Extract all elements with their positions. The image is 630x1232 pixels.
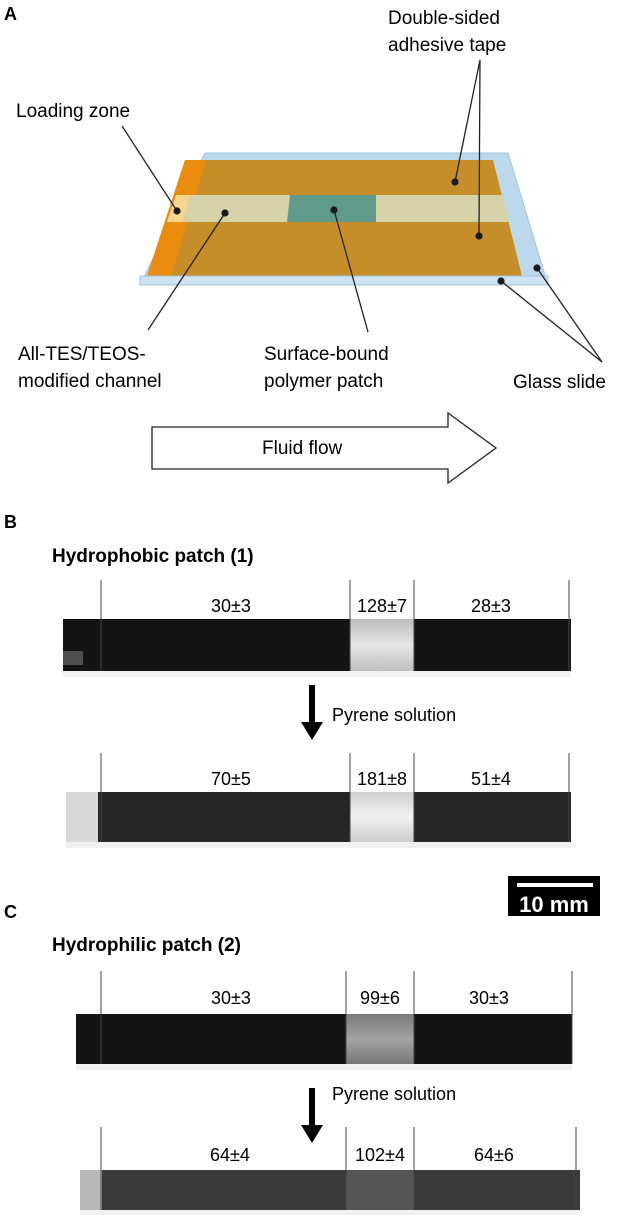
strip-b-bottom-patch [350, 792, 414, 842]
scale-bar-label: 10 mm [519, 892, 589, 917]
label-tape-line1: Double-sided [388, 8, 500, 29]
label-channel-line2: modified channel [18, 371, 162, 392]
strip-c-bottom-value-left: 64±4 [210, 1145, 250, 1165]
strip-c-top-value-left: 30±3 [211, 988, 251, 1008]
strip-b-top-value-right: 28±3 [471, 596, 511, 616]
label-patch-line1: Surface-bound [264, 344, 389, 365]
panel-b-title: Hydrophobic patch (1) [52, 546, 254, 567]
strip-c-top-value-right: 30±3 [469, 988, 509, 1008]
pyrene-label-c: Pyrene solution [332, 1084, 456, 1104]
pyrene-arrow-b [301, 685, 323, 740]
label-loading-zone: Loading zone [16, 101, 130, 122]
strip-c-top-value-patch: 99±6 [360, 988, 400, 1008]
pyrene-label-b: Pyrene solution [332, 705, 456, 725]
strip-c-bottom-value-right: 64±6 [474, 1145, 514, 1165]
strip-b-bottom-value-right: 51±4 [471, 769, 511, 789]
fluid-flow-arrow [151, 411, 498, 485]
glass-slide-edge [139, 275, 549, 286]
strip-c-bottom [80, 1127, 580, 1215]
strip-c-top-patch [346, 1014, 414, 1064]
label-tape-line2: adhesive tape [388, 35, 506, 56]
label-patch-line2: polymer patch [264, 371, 383, 392]
panel-c-letter: C [4, 902, 17, 922]
pyrene-arrow-c [301, 1088, 323, 1143]
label-channel-line1: All-TES/TEOS- [18, 344, 146, 365]
strip-b-top-patch [350, 619, 414, 671]
panel-a-letter: A [4, 4, 17, 24]
leader-lines [121, 59, 603, 363]
leader-dots [173, 178, 541, 285]
strip-b-top [63, 580, 571, 677]
panel-c-title: Hydrophilic patch (2) [52, 935, 241, 956]
strip-b-top-value-left: 30±3 [211, 596, 251, 616]
strip-c-top [76, 971, 573, 1070]
panel-b-letter: B [4, 512, 17, 532]
strip-b-bottom-value-patch: 181±8 [357, 769, 407, 789]
fluid-flow-label: Fluid flow [262, 438, 343, 459]
strip-c-bottom-value-patch: 102±4 [355, 1145, 405, 1165]
strip-b-bottom [66, 753, 571, 848]
scale-bar [508, 876, 600, 916]
strip-b-bottom-value-left: 70±5 [211, 769, 251, 789]
strip-b-top-value-patch: 128±7 [357, 596, 407, 616]
label-glass-slide: Glass slide [513, 372, 606, 393]
